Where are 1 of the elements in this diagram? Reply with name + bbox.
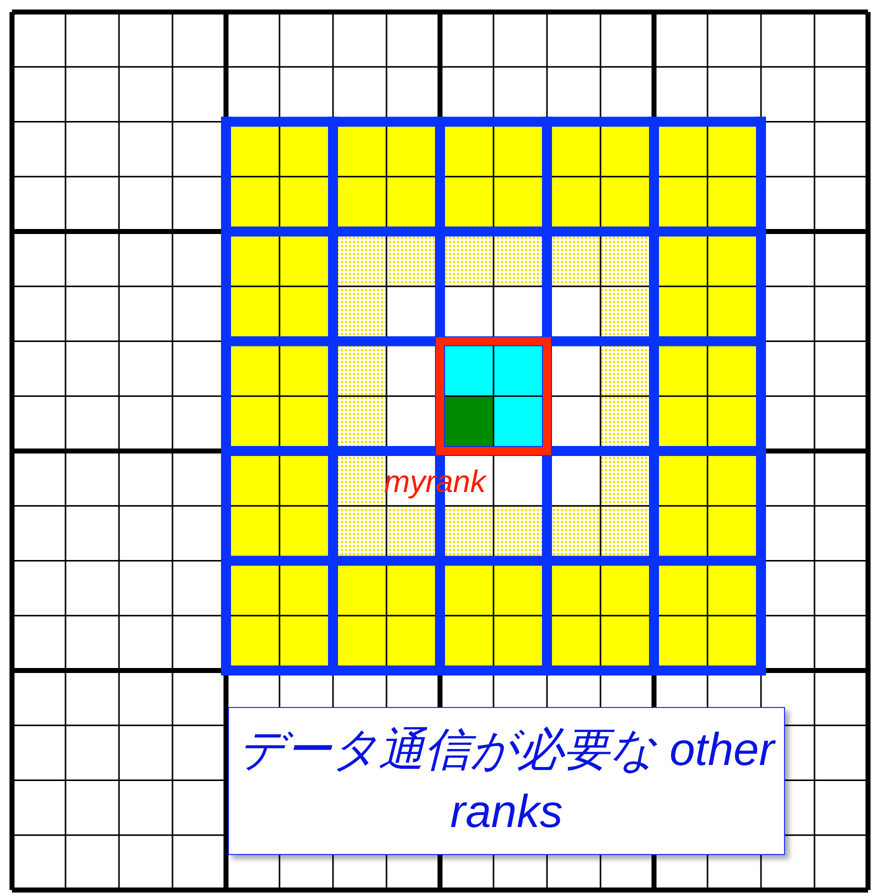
callout-box: データ通信が必要な other ranks bbox=[228, 707, 785, 855]
